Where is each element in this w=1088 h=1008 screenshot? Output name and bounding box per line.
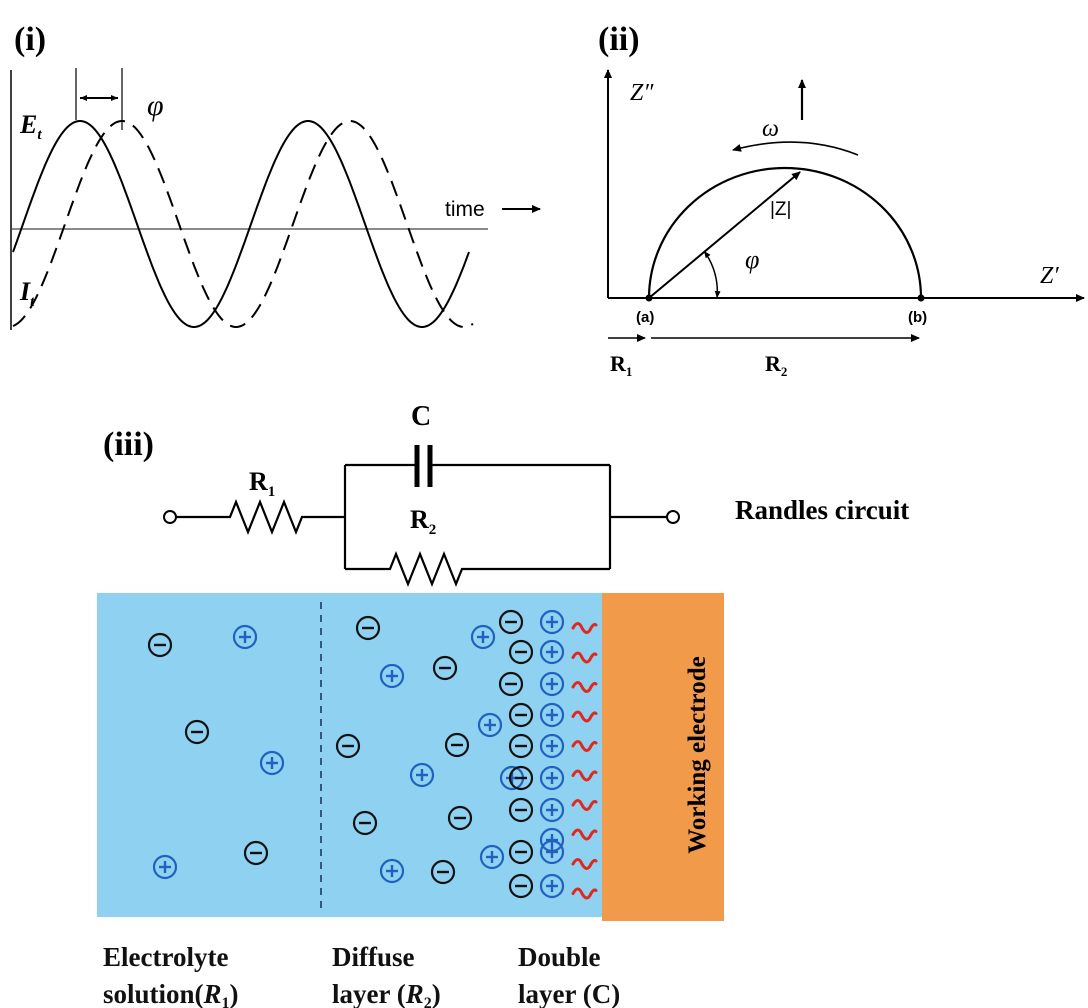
imag-axis-label: Z″ bbox=[630, 80, 654, 106]
panel-ii: (ii) Z″ Z′ |Z| φ ω (a) (b) R1 R2 bbox=[598, 21, 1085, 379]
cation-icon bbox=[479, 844, 505, 870]
cation-icon bbox=[539, 797, 565, 823]
cation-icon bbox=[152, 854, 178, 880]
cation-icon bbox=[539, 765, 565, 791]
water-dipole-wave bbox=[571, 710, 598, 723]
ion-group bbox=[147, 609, 565, 899]
region-labels: Electrolyte solution(R1) Diffuse layer (… bbox=[103, 942, 620, 1008]
region-diffuse-line1: Diffuse bbox=[332, 942, 415, 972]
modulus-label: |Z| bbox=[770, 199, 791, 220]
water-dipole-wave bbox=[571, 799, 598, 811]
anion-icon bbox=[508, 639, 534, 665]
adsorbed-water-group bbox=[571, 622, 598, 900]
working-electrode bbox=[602, 593, 724, 921]
anion-icon bbox=[430, 859, 456, 885]
anion-icon bbox=[508, 797, 534, 823]
real-axis-label: Z′ bbox=[1040, 263, 1059, 289]
water-dipole-wave bbox=[571, 858, 598, 870]
water-dipole-wave bbox=[571, 681, 598, 693]
anion-icon bbox=[447, 805, 473, 831]
panel-label-ii: (ii) bbox=[598, 21, 640, 58]
water-dipole-wave bbox=[571, 828, 598, 841]
panel-label-iii: (iii) bbox=[103, 426, 154, 463]
cation-icon bbox=[539, 873, 565, 899]
region-double-line2: layer (C) bbox=[518, 979, 620, 1008]
anion-icon bbox=[432, 655, 458, 681]
resistor-r2-label: R2 bbox=[410, 505, 436, 538]
water-dipole-wave bbox=[571, 740, 598, 752]
cation-icon bbox=[259, 750, 285, 776]
r2-label: R2 bbox=[765, 351, 787, 379]
anion-icon bbox=[444, 732, 470, 758]
anion-icon bbox=[508, 733, 534, 759]
water-dipole-wave bbox=[571, 769, 598, 782]
time-label: time bbox=[445, 198, 485, 221]
phase-angle-arc bbox=[703, 250, 721, 299]
capacitor-label: C bbox=[411, 401, 431, 432]
cation-icon bbox=[539, 839, 565, 865]
anion-icon bbox=[498, 671, 524, 697]
anion-icon bbox=[147, 632, 173, 658]
phase-angle-label: φ bbox=[745, 245, 759, 274]
resistor-r1-label: R1 bbox=[249, 467, 275, 500]
anion-icon bbox=[243, 840, 269, 866]
water-dipole-wave bbox=[571, 651, 598, 664]
anion-icon bbox=[508, 839, 534, 865]
cation-icon bbox=[477, 712, 503, 738]
voltage-wave-line bbox=[12, 120, 470, 328]
anion-icon bbox=[508, 702, 534, 728]
impedance-vector bbox=[648, 171, 801, 299]
anion-icon bbox=[184, 719, 210, 745]
point-b-dot bbox=[917, 294, 925, 302]
point-a-label: (a) bbox=[636, 309, 654, 326]
water-dipole-wave bbox=[571, 622, 598, 634]
cation-icon bbox=[470, 624, 496, 650]
anion-icon bbox=[508, 873, 534, 899]
cation-icon bbox=[379, 858, 405, 884]
current-label: It bbox=[19, 277, 35, 310]
cation-icon bbox=[539, 733, 565, 759]
cation-icon bbox=[539, 609, 565, 635]
resistor-r1 bbox=[176, 499, 345, 535]
current-wave-line bbox=[12, 120, 474, 328]
point-b-label: (b) bbox=[908, 309, 927, 326]
region-electrolyte-line2: solution(R1) bbox=[103, 979, 239, 1008]
anion-icon bbox=[508, 765, 534, 791]
panel-label-i: (i) bbox=[14, 21, 46, 58]
randles-circuit: (iii) R1 C R2 Randles circuit bbox=[103, 401, 909, 587]
water-dipole-wave bbox=[571, 887, 598, 900]
region-diffuse-line2: layer (R2) bbox=[332, 979, 441, 1008]
cation-icon bbox=[539, 639, 565, 665]
cation-icon bbox=[409, 762, 435, 788]
electrode-label: Working electrode bbox=[684, 656, 711, 853]
point-a-dot bbox=[645, 294, 653, 302]
r1-label: R1 bbox=[610, 351, 632, 379]
region-double-line1: Double bbox=[518, 942, 601, 972]
omega-label: ω bbox=[762, 116, 779, 142]
left-terminal bbox=[163, 510, 177, 524]
phase-label: φ bbox=[147, 89, 164, 122]
panel-i: (i) φ Et It time bbox=[10, 21, 541, 330]
double-layer-diagram: Working electrode bbox=[97, 593, 724, 921]
anion-icon bbox=[355, 615, 381, 641]
circuit-title: Randles circuit bbox=[735, 495, 909, 525]
voltage-label: Et bbox=[19, 110, 42, 143]
anion-icon bbox=[335, 733, 361, 759]
region-electrolyte-line1: Electrolyte bbox=[103, 942, 228, 972]
cation-icon bbox=[232, 624, 258, 650]
cation-icon bbox=[379, 663, 405, 689]
anion-icon bbox=[498, 609, 524, 635]
cation-icon bbox=[539, 702, 565, 728]
right-terminal bbox=[666, 510, 680, 524]
cation-icon bbox=[539, 671, 565, 697]
anion-icon bbox=[352, 810, 378, 836]
nyquist-semicircle bbox=[647, 166, 923, 299]
resistor-r2 bbox=[345, 551, 610, 587]
frequency-arrow bbox=[732, 141, 859, 156]
